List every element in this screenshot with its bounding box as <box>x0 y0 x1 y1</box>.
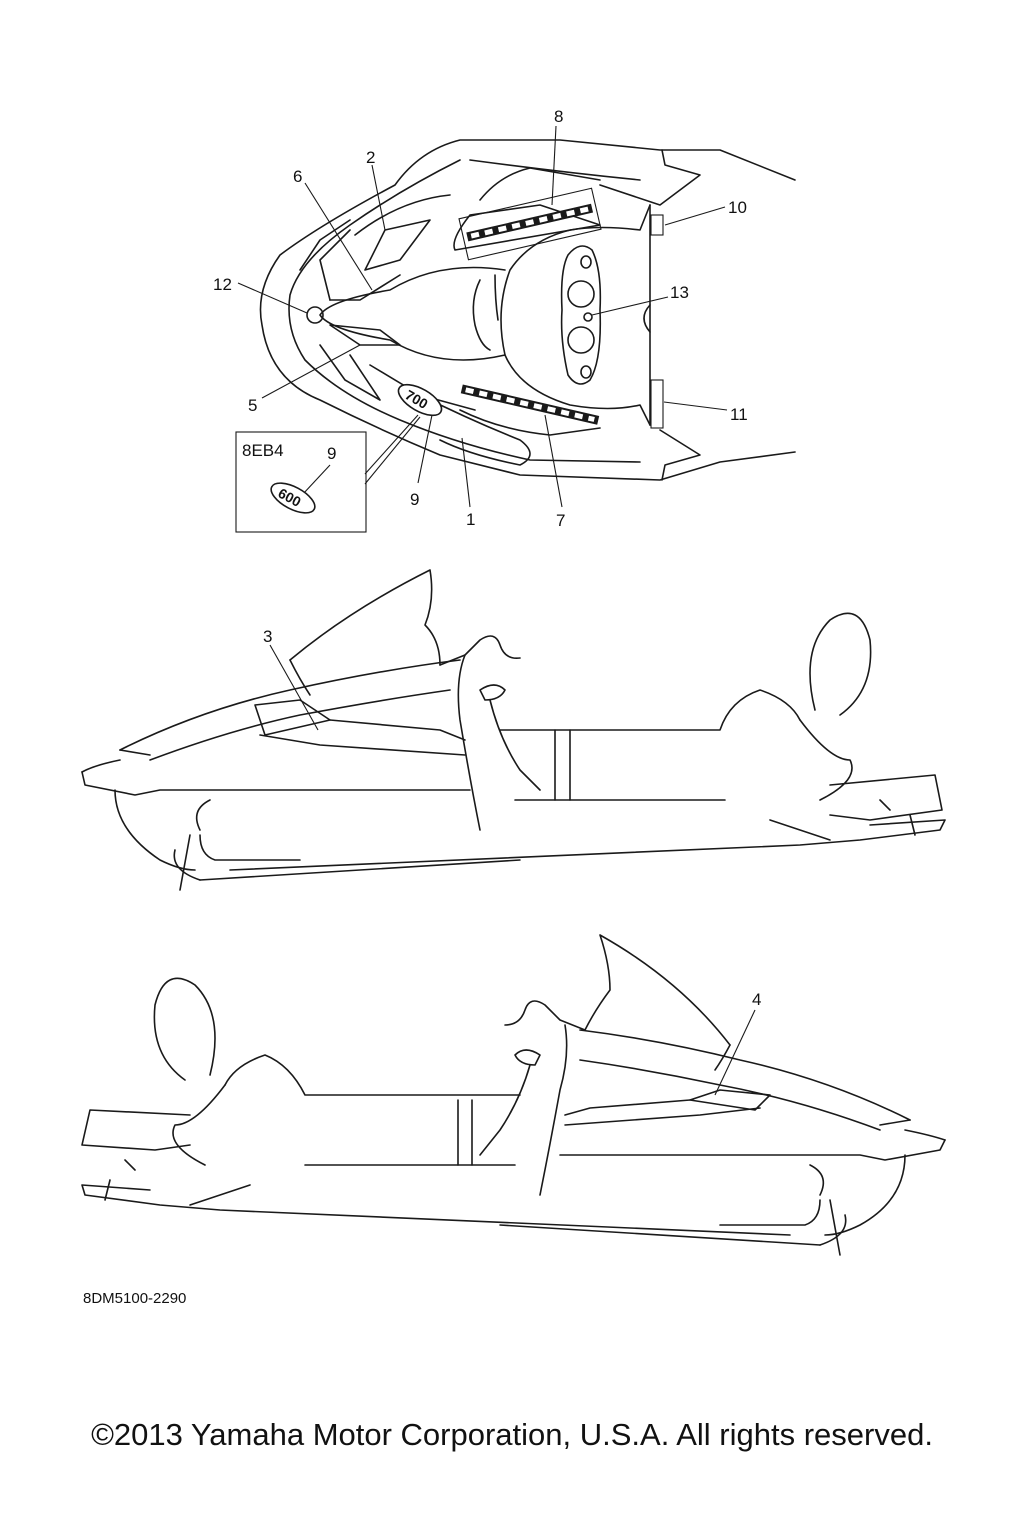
callout-4-group: 4 <box>714 990 761 1096</box>
callout-5: 5 <box>248 396 257 415</box>
side-view-left <box>81 569 946 891</box>
inset-callout-9: 9 <box>327 444 336 463</box>
callout-13: 13 <box>670 283 689 302</box>
inset-label: 8EB4 <box>242 441 284 460</box>
callout-7: 7 <box>556 511 565 530</box>
copyright-notice: ©2013 Yamaha Motor Corporation, U.S.A. A… <box>91 1417 933 1452</box>
callout-10: 10 <box>728 198 747 217</box>
callout-8: 8 <box>554 107 563 126</box>
callout-3: 3 <box>263 627 272 646</box>
top-callout-numbers: 8 2 6 12 5 10 13 11 9 1 7 <box>213 107 748 530</box>
callout-12: 12 <box>213 275 232 294</box>
part-number: 8DM5100-2290 <box>83 1290 187 1307</box>
callout-11: 11 <box>730 405 748 424</box>
top-callout-leaders <box>237 125 728 508</box>
callout-9-bottom: 9 <box>410 490 419 509</box>
inset-8eb4: 8EB4 9 600 <box>235 431 367 533</box>
callout-4: 4 <box>752 990 761 1009</box>
callout-3-group: 3 <box>263 627 319 731</box>
callout-2: 2 <box>366 148 375 167</box>
callout-6: 6 <box>293 167 302 186</box>
hood-top-view: 700 <box>259 139 796 481</box>
callout-1: 1 <box>466 510 475 529</box>
side-view-right <box>81 934 946 1256</box>
